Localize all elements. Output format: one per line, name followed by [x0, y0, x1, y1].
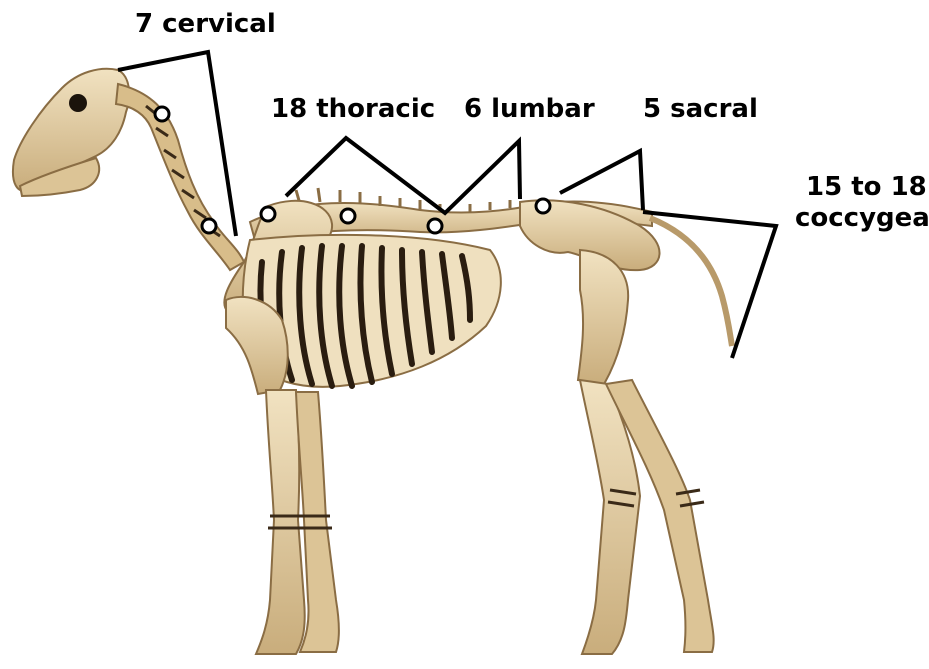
marker-lumbar-start [428, 219, 442, 233]
marker-thoracic-mid [341, 209, 355, 223]
label-thoracic: 18 thoracic [271, 94, 435, 124]
label-coccygeal-line1: 15 to 18 [806, 172, 927, 202]
marker-cervical-end [202, 219, 216, 233]
label-coccygeal-line2: coccygeal [795, 203, 929, 233]
eye-socket [69, 94, 87, 112]
label-sacral: 5 sacral [643, 94, 758, 124]
marker-cervical-start [155, 107, 169, 121]
tail-coccygeal [650, 218, 732, 346]
marker-sacral-start [536, 199, 550, 213]
label-lumbar: 6 lumbar [464, 94, 595, 124]
marker-thoracic-start [261, 207, 275, 221]
labels: 7 cervical 18 thoracic 6 lumbar 5 sacral… [135, 9, 929, 233]
label-cervical: 7 cervical [135, 9, 276, 39]
femur [578, 250, 628, 384]
coccygeal-leader [643, 212, 776, 358]
